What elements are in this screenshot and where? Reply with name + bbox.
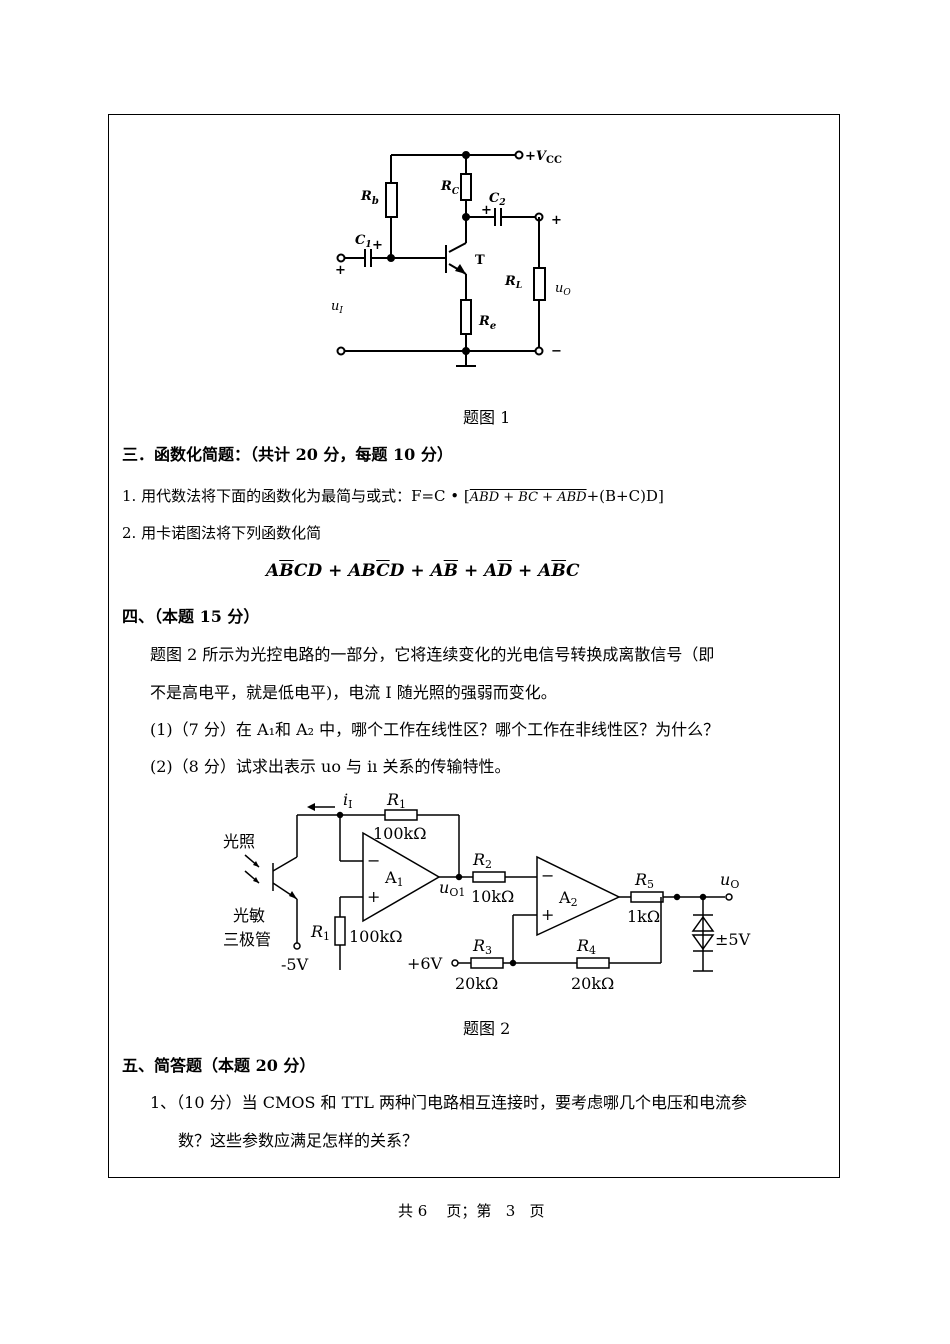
section-3-title: 三．函数化简题：（共计 20 分，每题 10 分） [122, 445, 453, 464]
photo-label-1: 光敏 [233, 906, 265, 925]
section-5-title: 五、简答题（本题 20 分） [122, 1056, 316, 1075]
c1-plus: + [372, 238, 383, 253]
exam-page-frame [108, 114, 840, 1178]
c2-plus: + [481, 203, 492, 218]
r1b-value: 100kΩ [349, 927, 403, 946]
r2-label: R2 [472, 850, 492, 871]
zener-voltage: ±5V [715, 930, 751, 949]
neg5v-label: -5V [281, 955, 309, 974]
section-4-q1: (1)（7 分）在 A₁和 A₂ 中，哪个工作在线性区？哪个工作在非线性区？为什… [150, 720, 720, 739]
c2-label: C2 [489, 191, 506, 208]
a1-minus: − [367, 851, 380, 870]
re-label: Re [478, 314, 496, 332]
r1-value: 100kΩ [373, 824, 427, 843]
in-plus: + [335, 263, 346, 278]
a2-plus: + [541, 905, 554, 924]
ui-label: uI [331, 299, 343, 316]
a1-plus: + [367, 887, 380, 906]
page-footer: 共 6 页；第 3 页 [398, 1202, 545, 1220]
r2-value: 10kΩ [471, 887, 514, 906]
section-3-q1: 1. 用代数法将下面的函数化为最简与或式：F=C • [ABD + BC + A… [122, 487, 664, 505]
light-label: 光照 [223, 832, 255, 851]
plus6v-label: +6V [407, 954, 443, 973]
r1b-label: R1 [310, 922, 330, 943]
uo1-label: uO1 [439, 878, 465, 899]
r4-value: 20kΩ [571, 974, 614, 993]
a2-minus: − [541, 866, 554, 885]
r5-label: R5 [634, 870, 654, 891]
ii-label: iI [343, 790, 352, 811]
c1-label: C1 [355, 233, 372, 250]
out-plus: + [551, 213, 562, 228]
r4-label: R4 [576, 936, 596, 957]
out-minus: − [551, 344, 562, 359]
r3-value: 20kΩ [455, 974, 498, 993]
section-4-para-1: 题图 2 所示为光控电路的一部分，它将连续变化的光电信号转换成离散信号（即 [150, 645, 715, 664]
uo-label: uO [555, 281, 571, 298]
boolean-expression: ABCD + ABCD + AB + AD + ABC [266, 561, 580, 581]
r3-label: R3 [472, 936, 492, 957]
figure-1-caption: 题图 1 [463, 408, 511, 427]
section-5-q1-line1: 1、（10 分）当 CMOS 和 TTL 两种门电路相互连接时，要考虑哪几个电压… [150, 1093, 747, 1112]
transistor-label: T [475, 253, 485, 268]
figure-1-circuit: +VCC Rb RC C2 + C1 + T RL uO Re uI + + − [331, 149, 571, 367]
photo-label-2: 三极管 [223, 930, 271, 949]
section-4-title: 四、（本题 15 分） [122, 607, 260, 626]
section-5-q1-line2: 数？这些参数应满足怎样的关系？ [178, 1131, 419, 1150]
figure-2-caption: 题图 2 [463, 1019, 511, 1038]
uo-label: uO [720, 870, 739, 891]
a1-label: A1 [384, 868, 404, 889]
r1-label: R1 [386, 790, 406, 811]
r5-value: 1kΩ [627, 907, 660, 926]
vcc-label: +VCC [525, 149, 562, 166]
figure-2-circuit: 光照 光敏 三极管 -5V iI R1 100kΩ − + A1 uO1 R1 … [223, 790, 751, 993]
section-3-q2: 2. 用卡诺图法将下列函数化简 [122, 524, 322, 542]
a2-label: A2 [558, 888, 578, 909]
rl-label: RL [504, 274, 522, 291]
rb-label: Rb [360, 189, 379, 207]
section-4-q2: (2)（8 分）试求出表示 uo 与 iı 关系的传输特性。 [150, 757, 511, 776]
rc-label: RC [440, 179, 460, 197]
section-4-para-2: 不是高电平，就是低电平)，电流 I 随光照的强弱而变化。 [150, 683, 557, 702]
